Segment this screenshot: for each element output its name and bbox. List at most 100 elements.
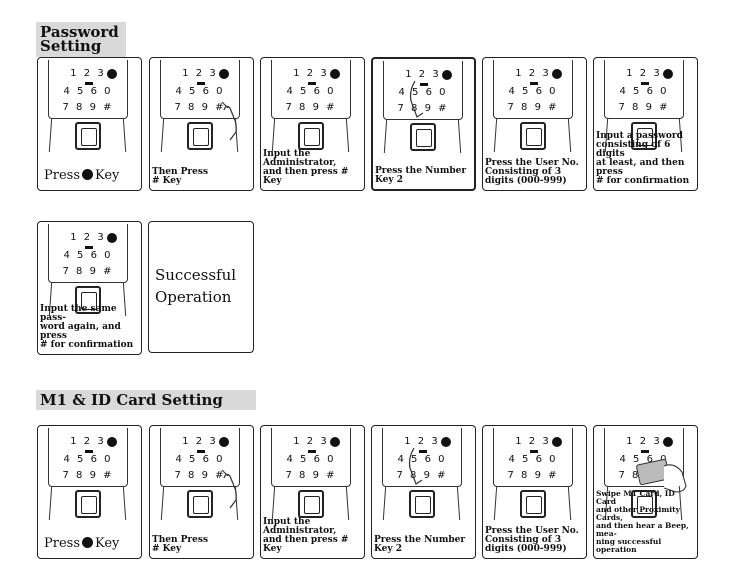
key-button-icon xyxy=(107,69,117,79)
keypad-row-2: 4 5 6 0 xyxy=(63,454,113,465)
indicator-dash xyxy=(641,82,649,85)
panel-caption: Press the User No. Consisting of 3 digit… xyxy=(485,526,579,554)
indicator-dash xyxy=(530,450,538,453)
key-button-icon xyxy=(442,70,452,80)
keypad-row-2: 4 5 6 0 xyxy=(619,86,669,97)
keypad-row-1: 1 2 3 xyxy=(515,436,551,447)
success-text: Successful Operation xyxy=(155,266,237,306)
hand-pointer-icon xyxy=(409,80,424,118)
keypad: 1 2 3 4 5 6 0 7 8 9 # xyxy=(382,428,462,487)
panel-caption: Input the same pass- word again, and pre… xyxy=(40,304,134,350)
keypad-row-3: 7 8 9 # xyxy=(396,470,448,481)
fingerprint-scanner-icon xyxy=(75,122,101,150)
caption-press: Press xyxy=(44,168,80,183)
fingerprint-scanner-icon xyxy=(631,122,657,150)
proximity-card-icon xyxy=(636,458,687,493)
fingerprint-scanner-icon xyxy=(187,122,213,150)
fingerprint-scanner-icon xyxy=(631,490,657,518)
panel-caption: Input the Administrator, and then press … xyxy=(263,149,349,186)
keypad-row-2: 4 5 6 0 xyxy=(63,250,113,261)
keypad-row-1: 1 2 3 xyxy=(404,436,440,447)
keypad: 1 2 3 4 5 6 0 7 8 9 # xyxy=(160,428,240,487)
key-button-icon xyxy=(663,69,673,79)
keypad-row-3: 7 8 9 # xyxy=(174,470,226,481)
panel-caption: Press the Number Key 2 xyxy=(374,535,466,554)
indicator-dash xyxy=(197,82,205,85)
indicator-dash xyxy=(641,450,649,453)
password-step-2-panel: 1 2 3 4 5 6 0 7 8 9 # Then Press # Key xyxy=(149,57,254,191)
indicator-dash xyxy=(85,246,93,249)
keypad-row-3: 7 8 9 # xyxy=(62,266,114,277)
indicator-dash xyxy=(85,450,93,453)
keypad: 1 2 3 4 5 6 0 7 8 9 # xyxy=(48,60,128,119)
keypad-row-2: 4 5 6 0 xyxy=(286,86,336,97)
fingerprint-scanner-icon xyxy=(520,490,546,518)
panel-caption: Input a password consisting of 6 digits … xyxy=(596,131,690,186)
key-button-icon xyxy=(107,233,117,243)
keypad-row-3: 7 8 9 # xyxy=(618,102,670,113)
key-button-icon xyxy=(441,437,451,447)
key-button-icon xyxy=(330,437,340,447)
keypad-row-1: 1 2 3 xyxy=(405,69,441,80)
keypad-row-3: 7 8 9 # xyxy=(507,102,559,113)
keypad-row-1: 1 2 3 xyxy=(70,436,106,447)
keypad-row-3: 7 8 9 # xyxy=(62,470,114,481)
keypad: 1 2 3 4 5 6 0 7 8 9 # xyxy=(271,428,351,487)
keypad-row-2: 4 5 6 0 xyxy=(175,86,225,97)
keypad: 1 2 3 4 5 6 0 7 8 9 # xyxy=(271,60,351,119)
password-step-4-panel: 1 2 3 4 5 6 0 7 8 9 # Press the Number K… xyxy=(371,57,476,191)
key-button-icon xyxy=(82,537,93,548)
keypad-row-3: 7 8 9 # xyxy=(285,470,337,481)
panel-caption: Then Press # Key xyxy=(152,535,209,554)
password-setting-title: Password Setting xyxy=(36,22,126,57)
caption-press: Press xyxy=(44,536,80,551)
keypad-row-2: 4 5 6 0 xyxy=(286,454,336,465)
fingerprint-scanner-icon xyxy=(409,490,435,518)
hand-pointer-icon xyxy=(221,101,237,141)
indicator-dash xyxy=(308,82,316,85)
keypad: 1 2 3 4 5 6 0 7 8 9 # xyxy=(604,60,684,119)
keypad-row-3: 7 8 9 # xyxy=(397,103,449,114)
keypad-row-1: 1 2 3 xyxy=(626,68,662,79)
card-step-4-panel: 1 2 3 4 5 6 0 7 8 9 # Press the Number K… xyxy=(371,425,476,559)
indicator-dash xyxy=(419,450,427,453)
password-step-5-panel: 1 2 3 4 5 6 0 7 8 9 # Press the User No.… xyxy=(482,57,587,191)
indicator-dash xyxy=(530,82,538,85)
indicator-dash xyxy=(85,82,93,85)
keypad-row-3: 7 8 9 # xyxy=(285,102,337,113)
keypad-row-1: 1 2 3 xyxy=(70,232,106,243)
keypad-row-1: 1 2 3 xyxy=(293,436,329,447)
keypad-row-1: 1 2 3 xyxy=(515,68,551,79)
keypad: 1 2 3 4 5 6 0 7 8 9 # xyxy=(493,60,573,119)
fingerprint-scanner-icon xyxy=(410,123,436,151)
key-button-icon xyxy=(219,69,229,79)
password-step-3-panel: 1 2 3 4 5 6 0 7 8 9 # Input the Administ… xyxy=(260,57,365,191)
password-step-6-panel: 1 2 3 4 5 6 0 7 8 9 # Input a password c… xyxy=(593,57,698,191)
fingerprint-scanner-icon xyxy=(75,490,101,518)
keypad: 1 2 3 4 5 6 0 7 8 9 # xyxy=(48,428,128,487)
fingerprint-scanner-icon xyxy=(187,490,213,518)
key-button-icon xyxy=(82,169,93,180)
panel-caption: Press the Number Key 2 xyxy=(375,166,467,185)
fingerprint-scanner-icon xyxy=(520,122,546,150)
keypad: 1 2 3 4 5 6 0 7 8 9 # xyxy=(383,61,463,120)
keypad-row-1: 1 2 3 xyxy=(293,68,329,79)
key-button-icon xyxy=(663,437,673,447)
keypad-row-2: 4 5 6 0 xyxy=(508,86,558,97)
keypad-row-1: 1 2 3 xyxy=(182,68,218,79)
keypad-row-1: 1 2 3 xyxy=(626,436,662,447)
keypad-row-2: 4 5 6 0 xyxy=(175,454,225,465)
hand-pointer-icon xyxy=(221,469,237,509)
indicator-dash xyxy=(420,83,428,86)
keypad-row-3: 7 8 9 # xyxy=(62,102,114,113)
fingerprint-scanner-icon xyxy=(75,286,101,314)
key-button-icon xyxy=(552,69,562,79)
keypad-row-2: 4 5 6 0 xyxy=(398,87,448,98)
indicator-dash xyxy=(308,450,316,453)
success-panel: Successful Operation xyxy=(148,221,254,353)
card-step-6-panel: 1 2 3 4 5 6 0 7 8 9 # Swipe M1 Card, ID … xyxy=(593,425,698,559)
card-step-3-panel: 1 2 3 4 5 6 0 7 8 9 # Input the Administ… xyxy=(260,425,365,559)
key-button-icon xyxy=(552,437,562,447)
